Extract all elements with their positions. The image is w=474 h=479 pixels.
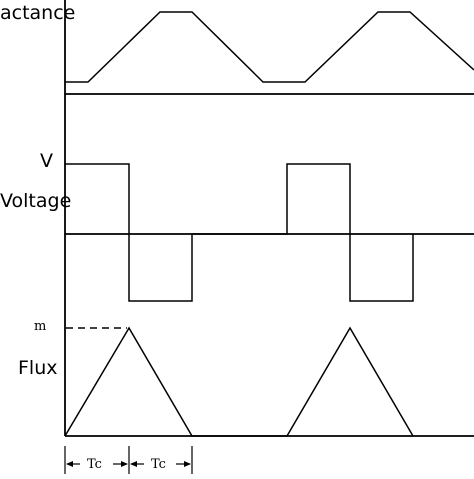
- tc1-arrow-right-icon: [121, 461, 128, 467]
- voltage-label: Voltage: [0, 190, 72, 212]
- flux-label: Flux: [18, 357, 58, 379]
- flux-waveform: [64, 326, 414, 437]
- flux-max-label: m: [34, 319, 47, 334]
- voltage-level-label: V: [40, 150, 53, 172]
- reactance-label: actance: [0, 2, 76, 24]
- reactance-waveform: [65, 11, 474, 83]
- voltage-waveform: [65, 163, 414, 302]
- tc-interval-label-1: Tc: [87, 457, 102, 472]
- tc1-arrow-left-icon: [66, 461, 73, 467]
- tc2-arrow-right-icon: [184, 461, 191, 467]
- tc-interval-label-2: Tc: [151, 457, 166, 472]
- tc2-arrow-left-icon: [130, 461, 137, 467]
